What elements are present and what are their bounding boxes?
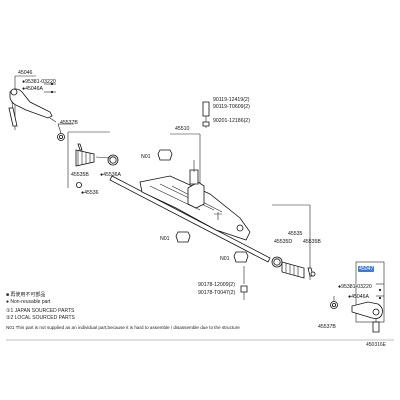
legend-nonreusable-jp: ■ 再使用不可部品	[6, 292, 46, 298]
callout-45535b-right[interactable]: 45535B	[303, 239, 321, 245]
callout-45535b-left[interactable]: 45535B	[71, 172, 89, 178]
callout-45536a-left[interactable]: ●45536A	[100, 172, 122, 178]
left-boot	[67, 131, 119, 188]
callout-45510[interactable]: 45510	[175, 126, 190, 132]
right-boot	[271, 204, 316, 280]
callout-45047-highlighted[interactable]: 45047	[358, 266, 375, 272]
legend-local-sourced: ②2 LOCAL SOURCED PARTS	[6, 315, 75, 321]
callout-45046a-right[interactable]: ●45046A	[348, 294, 370, 300]
callout-n01-b[interactable]: N01	[160, 236, 170, 242]
tie-rod-end-left	[8, 75, 74, 141]
callout-45537b-right[interactable]: 45537B	[318, 324, 336, 330]
callout-90119-t0609[interactable]: 90119-T0609(2)	[213, 104, 250, 110]
steering-rack	[109, 101, 271, 300]
legend-japan-sourced: ①1 JAPAN SOURCED PARTS	[6, 308, 75, 314]
callout-45046[interactable]: 45046	[18, 70, 33, 76]
callout-90201[interactable]: 90201-12186(2)	[213, 118, 250, 124]
callout-n01-c[interactable]: N01	[220, 256, 230, 262]
legend-nonreusable-en: ● Non-reusable part	[6, 299, 51, 305]
callout-n01-a[interactable]: N01	[141, 154, 151, 160]
callout-45535d[interactable]: 45535D	[274, 239, 293, 245]
legend-n01-note: N01 This part is not supplied as an indi…	[6, 325, 240, 330]
callout-90119-12419[interactable]: 90119-12419(2)	[213, 97, 250, 103]
callout-45046a-left[interactable]: ●45046A	[22, 86, 44, 92]
callout-95381-left[interactable]: ●95381-03220	[22, 79, 56, 85]
callout-90178-12009[interactable]: 90178-12009(2)	[198, 282, 235, 288]
callout-45535-right[interactable]: 45535	[288, 231, 303, 237]
diagram-id: 450316E	[366, 342, 387, 348]
callout-45537b-left[interactable]: 45537B	[60, 120, 78, 126]
callout-95381-right[interactable]: ●95381-03220	[338, 284, 372, 290]
callout-45536-left[interactable]: ●45536	[81, 190, 99, 196]
tie-rod-end-right	[330, 261, 385, 333]
callout-90178-t0047[interactable]: 90178-T0047(2)	[198, 290, 236, 296]
